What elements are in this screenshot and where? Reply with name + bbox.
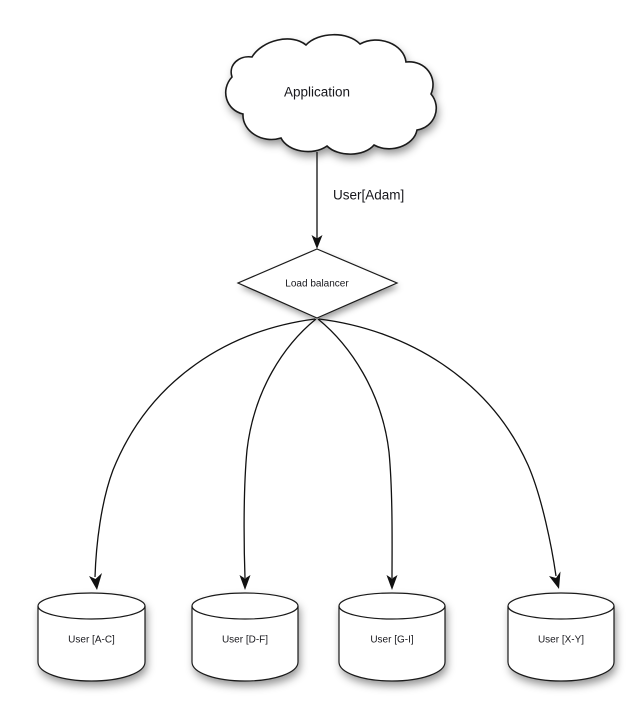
cylinder-body-outline-4: [507, 606, 615, 682]
edge-application-to-load-balancer: User[Adam]: [311, 152, 404, 249]
database-cylinder-icon: [339, 593, 445, 681]
load-balancer-label: Load balancer: [285, 279, 349, 290]
edge-lb-to-db-4: [318, 318, 561, 589]
cylinder-body-outline-2: [191, 606, 299, 682]
database-4-label: User [X-Y]: [538, 635, 584, 646]
edge-lb-to-db-1: [89, 318, 316, 590]
edge-label-user-adam: User[Adam]: [333, 188, 404, 203]
database-cylinder-icon: [38, 593, 145, 681]
cylinder-top-ellipse-4: [507, 592, 615, 620]
cloud-icon: [225, 34, 437, 155]
cylinder-body-outline-1: [37, 606, 146, 682]
node-application[interactable]: Application: [224, 33, 437, 155]
node-database-1[interactable]: User [A-C]: [37, 592, 146, 682]
cloud-outline: [224, 33, 437, 155]
edge-line-lb-db1: [94, 318, 316, 578]
cylinder-top-ellipse-3: [338, 592, 446, 620]
arrow-head-icon: [549, 571, 561, 589]
edge-lb-to-db-3: [317, 318, 398, 590]
node-load-balancer[interactable]: Load balancer: [236, 248, 399, 319]
edge-line-lb-db3: [317, 318, 393, 579]
database-1-label: User [A-C]: [68, 635, 115, 646]
edge-lb-to-db-2: [239, 318, 317, 590]
arrow-head-icon: [311, 235, 323, 249]
arrow-head-icon: [239, 575, 251, 590]
cylinder-body-outline-3: [338, 606, 446, 682]
database-2-label: User [D-F]: [222, 635, 268, 646]
database-3-label: User [G-I]: [370, 635, 414, 646]
node-database-3[interactable]: User [G-I]: [338, 592, 446, 682]
database-cylinder-icon: [508, 593, 614, 681]
node-database-2[interactable]: User [D-F]: [191, 592, 299, 682]
arrow-head-icon: [386, 575, 398, 590]
edge-line-lb-db2: [243, 318, 317, 579]
node-database-4[interactable]: User [X-Y]: [507, 592, 615, 682]
arrow-head-icon: [89, 573, 102, 590]
database-cylinder-icon: [192, 593, 298, 681]
cylinder-top-ellipse-1: [37, 592, 146, 620]
diamond-outline: [236, 248, 399, 319]
cylinder-top-ellipse-2: [191, 592, 299, 620]
edge-line-lb-db4: [318, 318, 557, 577]
application-label: Application: [284, 85, 350, 100]
